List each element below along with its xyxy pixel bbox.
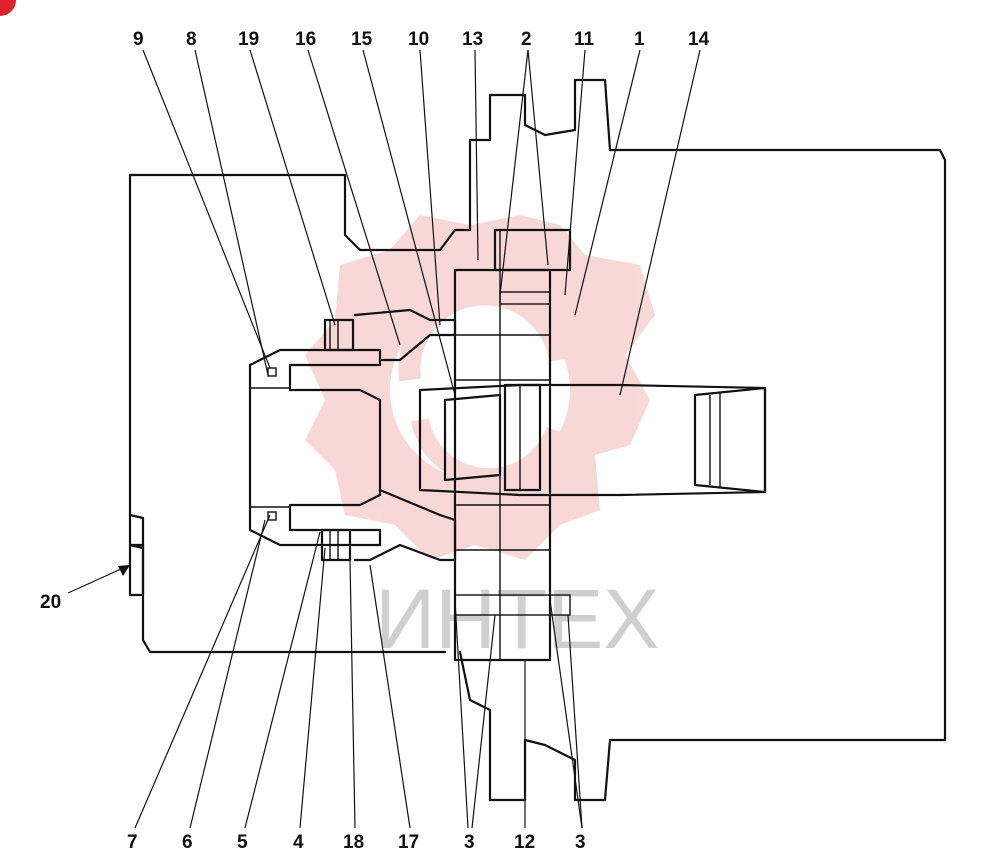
callout-20: 20 — [40, 592, 61, 613]
callout-17: 17 — [398, 832, 419, 853]
callout-4: 4 — [293, 832, 304, 853]
callouts-top: 9 8 19 16 15 10 13 2 11 1 14 — [133, 29, 710, 50]
callout-3-a: 3 — [464, 832, 475, 853]
shaft-assembly — [248, 228, 767, 662]
callouts-left: 20 — [40, 592, 61, 613]
callout-1: 1 — [634, 29, 645, 50]
callout-16: 16 — [295, 29, 316, 50]
callout-15: 15 — [351, 29, 373, 50]
callouts-bottom: 7 6 5 4 18 17 3 12 3 — [127, 832, 586, 853]
callout-6: 6 — [182, 832, 193, 853]
watermark-text: ИНТЕХ — [375, 572, 659, 666]
callout-19: 19 — [238, 29, 259, 50]
callout-11: 11 — [574, 29, 595, 50]
callout-8: 8 — [186, 29, 197, 50]
callout-2: 2 — [521, 29, 532, 50]
callout-5: 5 — [237, 832, 248, 853]
callout-13: 13 — [462, 29, 483, 50]
callout-12: 12 — [514, 832, 535, 853]
callout-10: 10 — [408, 29, 429, 50]
callout-18: 18 — [343, 832, 364, 853]
corner-badge-icon — [0, 0, 16, 16]
callout-7: 7 — [127, 832, 138, 853]
callout-14: 14 — [688, 29, 710, 50]
callout-3-b: 3 — [575, 832, 586, 853]
callout-9: 9 — [133, 29, 144, 50]
leader-lines — [67, 49, 701, 829]
